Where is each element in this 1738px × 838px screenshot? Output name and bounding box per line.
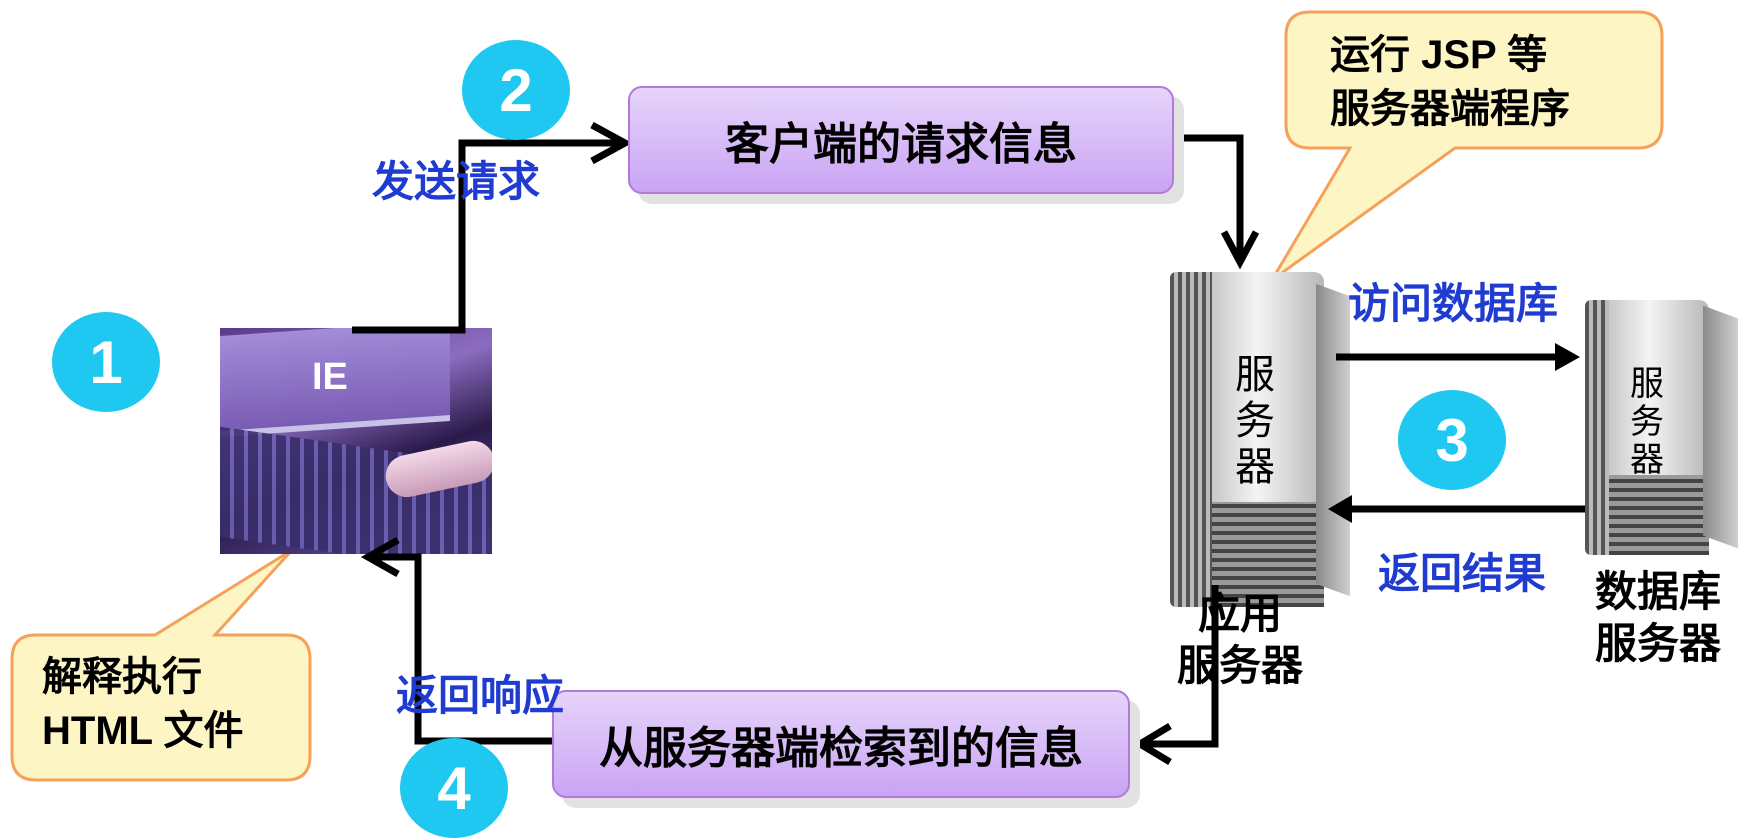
server-callout-text: 运行 JSP 等 服务器端程序 — [1330, 33, 1570, 131]
client-callout-bubble — [10, 548, 312, 782]
server-callout-bubble — [1270, 10, 1664, 282]
send-request-line — [352, 139, 625, 334]
send-request-label: 发送请求 — [372, 158, 541, 205]
return-response-line — [368, 553, 555, 745]
server-to-response-arrowhead — [1133, 722, 1172, 766]
return-response-arrowhead — [360, 536, 400, 578]
return-result-label: 返回结果 — [1378, 550, 1547, 597]
app-server-tower-text: 服 务 器 — [1235, 353, 1275, 489]
step-3-badge: 3 — [1398, 390, 1506, 490]
db-server-tower: 服 务 器 — [1585, 300, 1738, 555]
access-db-arrowhead — [1555, 343, 1580, 371]
request-info-box: 客户端的请求信息 — [628, 86, 1174, 194]
app-server-tower: 服 务 器 — [1170, 272, 1350, 607]
access-db-label: 访问数据库 — [1348, 280, 1559, 327]
return-result-arrowhead — [1328, 495, 1352, 523]
step-2-badge: 2 — [462, 40, 570, 140]
client-label: IE — [312, 356, 348, 398]
db-server-caption: 数据库 服务器 — [1594, 568, 1721, 667]
return-response-label: 返回响应 — [396, 672, 565, 719]
request-to-server-line — [1172, 134, 1244, 262]
client-callout-text: 解释执行 HTML 文件 — [42, 655, 244, 753]
app-server-caption: 应用 服务器 — [1176, 590, 1303, 689]
server-to-response-line — [1140, 585, 1219, 748]
step-4-badge: 4 — [400, 738, 508, 838]
db-server-tower-text: 服 务 器 — [1630, 365, 1664, 479]
request-to-server-arrowhead — [1220, 230, 1260, 270]
send-request-arrowhead — [590, 121, 633, 165]
step-1-badge: 1 — [52, 312, 160, 412]
client-laptop-image: IE — [220, 328, 492, 554]
response-info-box: 从服务器端检索到的信息 — [552, 690, 1130, 798]
